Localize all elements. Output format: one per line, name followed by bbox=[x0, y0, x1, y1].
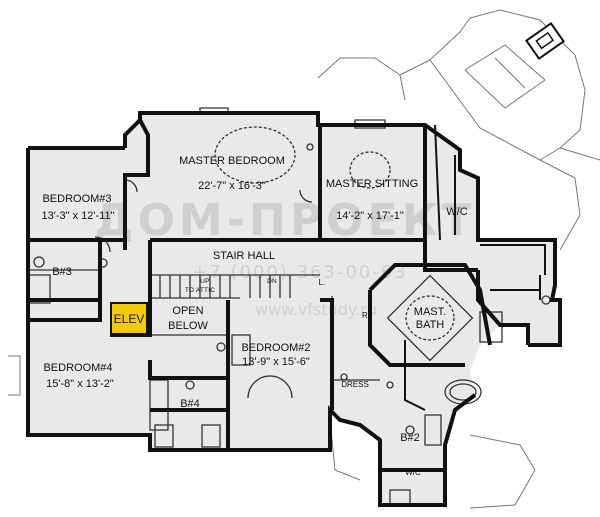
stair-attic-label: TO ATTIC bbox=[184, 287, 216, 294]
walls bbox=[26, 111, 562, 507]
master-bedroom-size: 22'-7" x 16'-3" bbox=[198, 180, 266, 192]
stair-up-label: UP bbox=[200, 278, 210, 285]
roof-outline bbox=[8, 9, 600, 509]
bedroom2-size: 13'-9" x 15'-6" bbox=[242, 356, 310, 368]
thin-walls bbox=[404, 124, 546, 411]
master-sitting-size: 14'-2" x 17'-1" bbox=[336, 210, 404, 222]
bedroom3-size: 13'-3" x 12'-11" bbox=[41, 210, 115, 222]
stair-dn-label: DN bbox=[267, 278, 277, 285]
mast-bath-label: MAST. BATH bbox=[413, 306, 447, 331]
stair-hall-label: STAIR HALL bbox=[212, 250, 276, 262]
bath2-label: B#2 bbox=[400, 432, 420, 444]
elevator-label: ELEV bbox=[113, 311, 145, 326]
master-bedroom-name: MASTER BEDROOM bbox=[179, 155, 285, 167]
bath3-label: B#3 bbox=[52, 266, 72, 278]
linen-label: L. bbox=[318, 278, 326, 287]
bedroom4-name: BEDROOM#4 bbox=[43, 362, 113, 374]
bedroom4-size: 15'-8" x 13'-2" bbox=[46, 378, 114, 390]
wic-upper-label: W/C bbox=[446, 206, 468, 218]
dress-label: DRESS bbox=[341, 380, 369, 389]
elevator-box: ELEV bbox=[110, 302, 148, 335]
master-sitting-name: MASTER SITTING bbox=[325, 178, 419, 190]
bath4-label: B#4 bbox=[180, 398, 200, 410]
bedroom3-name: BEDROOM#3 bbox=[42, 193, 112, 205]
bedroom2-name: BEDROOM#2 bbox=[241, 342, 311, 354]
open-below-label: OPEN BELOW bbox=[168, 305, 208, 332]
room-fills bbox=[28, 113, 560, 505]
ref-label: R. bbox=[362, 311, 370, 320]
wic-lower-label: W/C bbox=[405, 468, 421, 477]
